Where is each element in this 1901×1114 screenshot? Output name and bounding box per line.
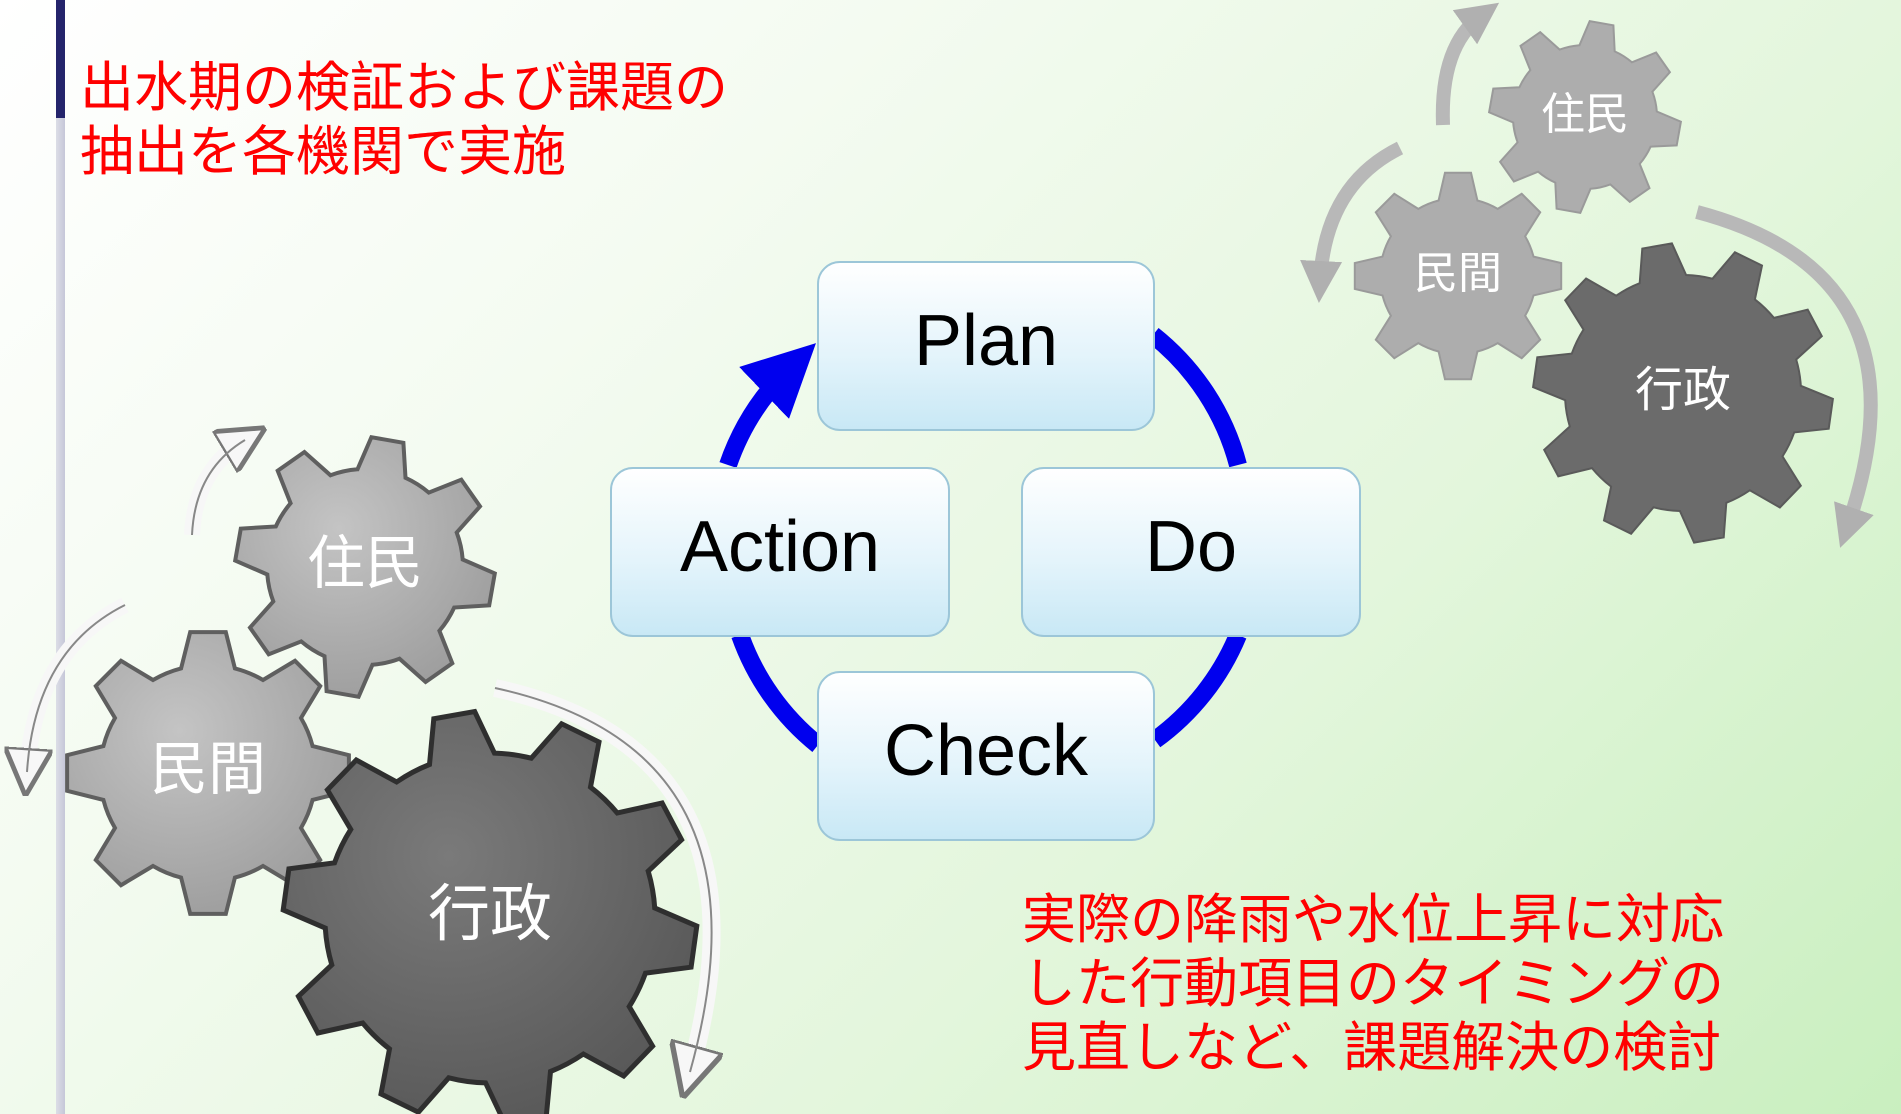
pdca-cycle	[719, 327, 1247, 753]
action-box: Action	[610, 467, 950, 637]
gear-resident-label: 住民	[307, 529, 423, 597]
gear-government-small-label: 行政	[1635, 362, 1731, 418]
top-note-line-2: 抽出を各機関で実施	[80, 120, 566, 183]
gear-private-label: 民間	[150, 735, 266, 803]
gear-government-small: 行政	[1532, 242, 1834, 544]
action-label: Action	[680, 507, 880, 587]
gear-resident-large: 住民	[232, 434, 498, 700]
check-box: Check	[817, 671, 1155, 841]
slide-sidebar-line	[56, 0, 65, 1114]
top-note-line-1: 出水期の検証および課題の	[80, 56, 728, 119]
plan-label: Plan	[914, 301, 1058, 381]
curved-arrow-resident-outline	[191, 439, 246, 536]
cycle-arrow-action-plan	[719, 343, 816, 469]
cycle-arc-check-action	[731, 631, 824, 753]
do-box: Do	[1021, 467, 1361, 637]
gear-government-large: 行政	[280, 708, 700, 1114]
small-curved-arrow-government	[1695, 205, 1878, 548]
cycle-arc-do-check	[1149, 631, 1247, 748]
cycle-arc-plan-do	[1147, 327, 1247, 468]
do-label: Do	[1145, 507, 1237, 587]
small-curved-arrow-private	[1300, 141, 1404, 303]
bottom-note-line-1: 実際の降雨や水位上昇に対応	[1022, 888, 1724, 951]
plan-box: Plan	[817, 261, 1155, 431]
gear-government-label: 行政	[428, 877, 552, 950]
bottom-note: 実際の降雨や水位上昇に対応 した行動項目のタイミングの 見直しなど、課題解決の検…	[1022, 888, 1724, 1080]
gear-resident-small: 住民	[1487, 19, 1683, 215]
gear-private-large: 民間	[65, 630, 351, 916]
bottom-note-line-2: した行動項目のタイミングの	[1022, 952, 1724, 1015]
small-curved-arrow-resident	[1435, 2, 1500, 126]
top-note: 出水期の検証および課題の 抽出を各機関で実施	[80, 56, 728, 184]
curved-arrow-resident	[184, 440, 245, 536]
gear-resident-small-label: 住民	[1541, 89, 1629, 140]
gear-private-small: 民間	[1353, 171, 1563, 381]
slide-sidebar-accent	[56, 0, 65, 118]
gear-cluster-small: 住民 民間 行政	[1300, 2, 1878, 548]
curved-arrow-private-outline	[26, 604, 126, 773]
check-label: Check	[884, 711, 1089, 791]
curved-arrow-government-outline	[494, 687, 713, 1073]
gear-cluster-large: 住民 民間 行政	[27, 437, 712, 1114]
bottom-note-line-3: 見直しなど、課題解決の検討	[1022, 1016, 1722, 1079]
gear-private-small-label: 民間	[1414, 248, 1502, 299]
